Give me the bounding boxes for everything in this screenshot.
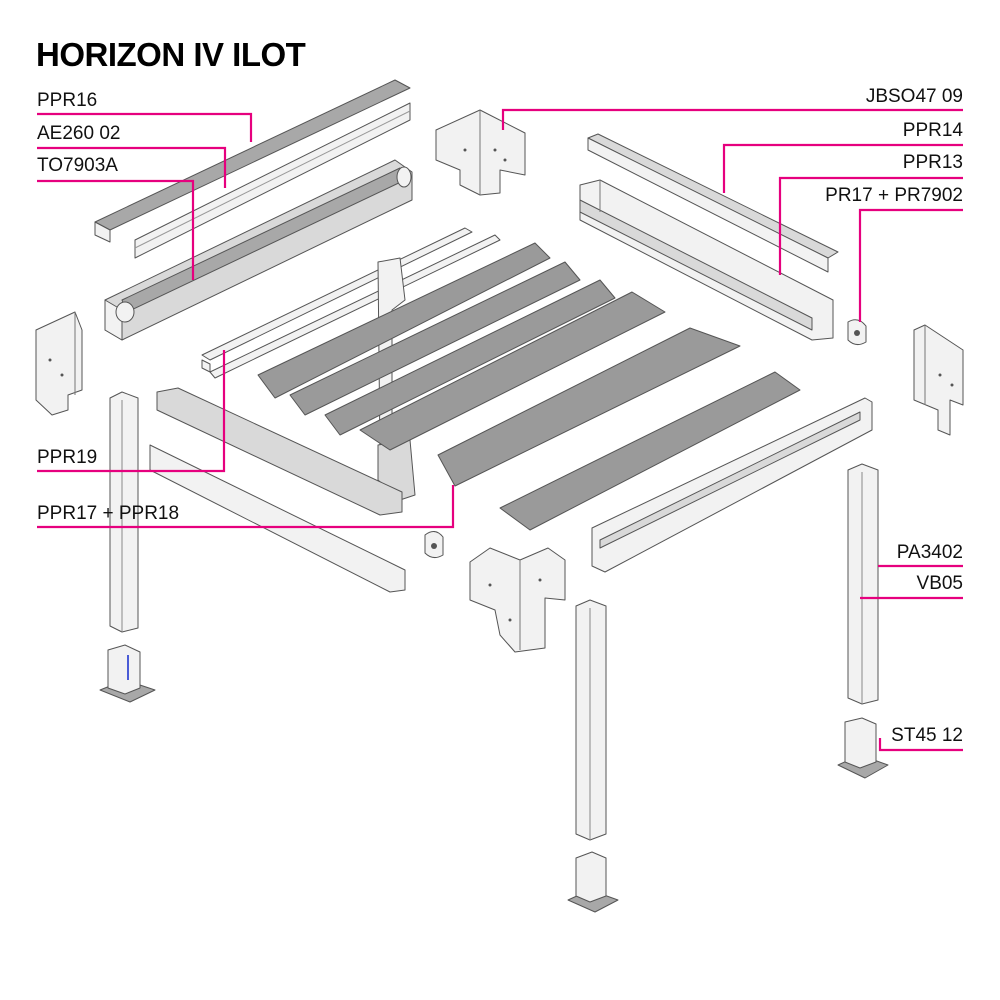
- part-ppr17-ppr18-hardware: [424, 531, 444, 559]
- leader-pr17-pr7902: [858, 208, 963, 322]
- motor-end-cap: [396, 166, 412, 188]
- leader-ppr16: [37, 112, 253, 142]
- leader-ppr14: [722, 143, 963, 193]
- part-st45-12-foot: [837, 717, 889, 779]
- part-ppr16-beam: [94, 79, 411, 243]
- part-ae260-beam: [134, 102, 411, 259]
- part-ppr14-beam: [587, 133, 839, 273]
- part-ppr19-rails: [201, 227, 501, 379]
- part-vb05-post: [847, 463, 879, 705]
- part-front-left-beam: [149, 387, 406, 593]
- part-corner-bracket-left: [35, 311, 83, 416]
- leader-ae260-02: [37, 146, 227, 188]
- leader-to7903a: [37, 179, 195, 280]
- part-post-left: [109, 391, 139, 633]
- leader-st45-12: [878, 738, 963, 752]
- part-post-front: [575, 599, 607, 841]
- label-ppr17-ppr18: PPR17 + PPR18: [37, 503, 180, 524]
- label-ppr16: PPR16: [37, 90, 98, 111]
- part-pr17-pr7902-hardware: [847, 319, 867, 346]
- label-pa3402: PA3402: [896, 542, 963, 563]
- part-corner-bracket-right: [913, 324, 964, 436]
- leader-jbso47-09: [501, 108, 963, 130]
- part-corner-bracket-front: [469, 547, 566, 653]
- part-pa3402-beam: [591, 397, 873, 573]
- diagram-title: HORIZON IV ILOT: [36, 36, 306, 73]
- leader-ppr19: [37, 350, 226, 473]
- leader-ppr13: [778, 176, 963, 275]
- label-ppr19: PPR19: [37, 447, 98, 468]
- label-st45-12: ST45 12: [891, 725, 963, 746]
- label-jbso47-09: JBSO47 09: [865, 86, 963, 107]
- part-foot-front: [567, 851, 619, 913]
- label-pr17-pr7902: PR17 + PR7902: [825, 185, 963, 206]
- leader-lines: [37, 108, 963, 752]
- label-vb05: VB05: [916, 573, 963, 594]
- part-foot-left: [99, 644, 156, 703]
- label-ae260-02: AE260 02: [37, 123, 121, 144]
- label-to7903a: TO7903A: [37, 155, 118, 176]
- label-ppr13: PPR13: [902, 152, 963, 173]
- part-jbso47-bracket-top: [435, 109, 526, 196]
- part-ppr13-beam: [579, 179, 834, 341]
- part-louvre-slats: [257, 242, 801, 531]
- label-ppr14: PPR14: [902, 120, 963, 141]
- leader-ppr17-ppr18: [37, 485, 455, 529]
